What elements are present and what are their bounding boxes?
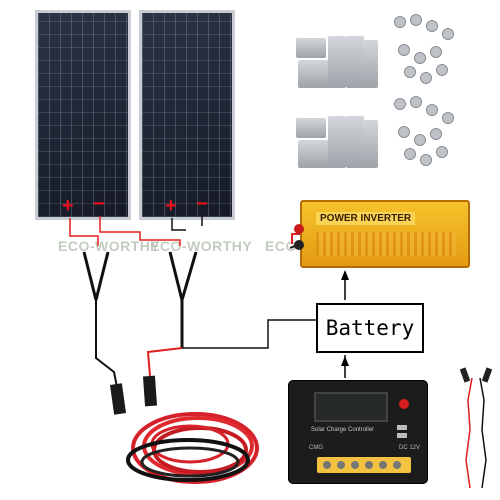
inverter-vent-stripes (316, 232, 456, 256)
watermark-left: ECO-WORTHY (58, 238, 161, 254)
controller-terminal-block (317, 457, 411, 473)
solar-panel-right (139, 10, 235, 220)
controller-label: Solar Charge Controller (311, 427, 375, 433)
inverter-terminal-negative (294, 240, 304, 250)
usb-port-icon (397, 433, 407, 438)
panel-right-plus-terminal: + (165, 195, 177, 217)
battery-label: Battery (325, 316, 415, 340)
controller-voltage-label: DC 12V (399, 445, 421, 451)
inverter-label: POWER INVERTER (316, 212, 416, 225)
panel-left-minus-terminal: − (93, 193, 105, 215)
usb-port-icon (397, 425, 407, 430)
controller-power-button (399, 399, 409, 409)
controller-model-label: CMG (309, 445, 323, 451)
controller-lcd-screen (314, 392, 388, 422)
power-inverter: POWER INVERTER (294, 200, 470, 268)
watermark-center: ECO-WORTHY (150, 238, 253, 254)
panel-left-plus-terminal: + (62, 195, 74, 217)
battery-box: Battery (316, 303, 424, 353)
panel-right-minus-terminal: − (196, 193, 208, 215)
solar-panel-left (35, 10, 131, 220)
charge-controller: Solar Charge Controller CMG DC 12V (288, 380, 428, 484)
inverter-terminal-positive (294, 224, 304, 234)
